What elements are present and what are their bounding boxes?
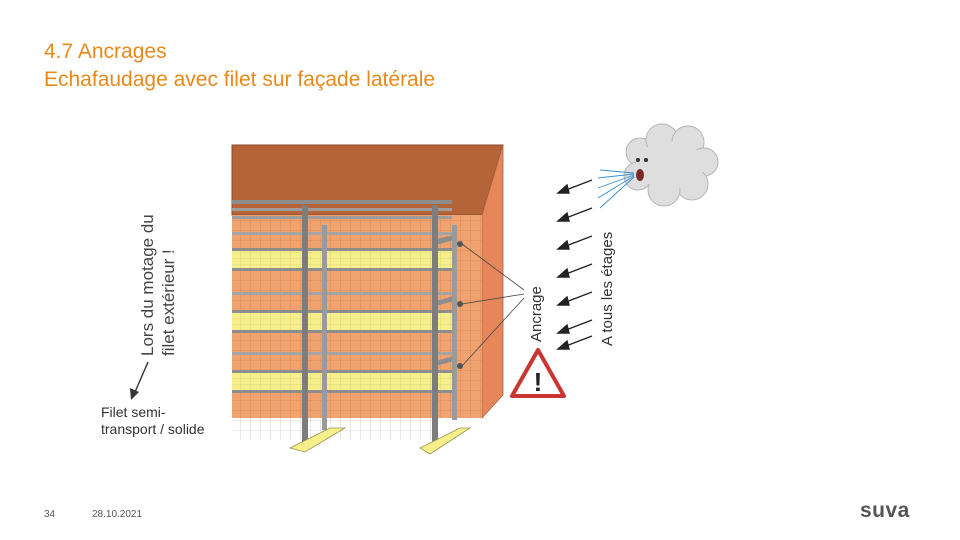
base-plank-right bbox=[419, 427, 472, 455]
title-line-1: 4.7 Ancrages bbox=[44, 40, 167, 63]
standard-left-front bbox=[302, 205, 308, 445]
base-plank-left bbox=[288, 427, 347, 453]
anchor-point-3 bbox=[457, 363, 463, 369]
wind-arrows-icon bbox=[556, 179, 593, 350]
slide-date: 28.10.2021 bbox=[92, 509, 143, 520]
wind-label: A tous les étages bbox=[599, 232, 616, 346]
suva-logo: suva bbox=[860, 499, 910, 522]
standard-left-back bbox=[322, 225, 327, 430]
anchor-point-2 bbox=[457, 301, 463, 307]
slide-title: 4.7 Ancrages Echafaudage avec filet sur … bbox=[44, 38, 435, 94]
net-label-line-1: Filet semi- bbox=[101, 404, 166, 420]
deck-level-3 bbox=[232, 370, 452, 393]
anchor-leader-lines bbox=[461, 243, 525, 367]
warning-symbol: ! bbox=[534, 367, 543, 397]
blowing-cloud-icon bbox=[597, 123, 719, 209]
deck-level-1 bbox=[232, 248, 452, 271]
deck-level-2 bbox=[232, 310, 452, 333]
net-arrow bbox=[130, 361, 149, 400]
standard-right-back bbox=[452, 225, 457, 420]
vertical-note-line-2: filet extérieur ! bbox=[159, 249, 178, 356]
net-label-line-2: transport / solide bbox=[101, 421, 205, 437]
anchor-point-1 bbox=[457, 241, 463, 247]
page-number: 34 bbox=[44, 509, 56, 520]
scaffolding bbox=[232, 200, 472, 455]
roof bbox=[231, 144, 504, 216]
warning-sign-icon: ! bbox=[510, 348, 566, 398]
anchor-label: Ancrage bbox=[528, 286, 545, 342]
title-line-2: Echafaudage avec filet sur façade latéra… bbox=[44, 68, 436, 91]
standard-right-front bbox=[432, 205, 438, 445]
vertical-note-line-1: Lors du motage du bbox=[138, 214, 157, 356]
vertical-note: Lors du motage du filet extérieur ! bbox=[138, 214, 178, 356]
